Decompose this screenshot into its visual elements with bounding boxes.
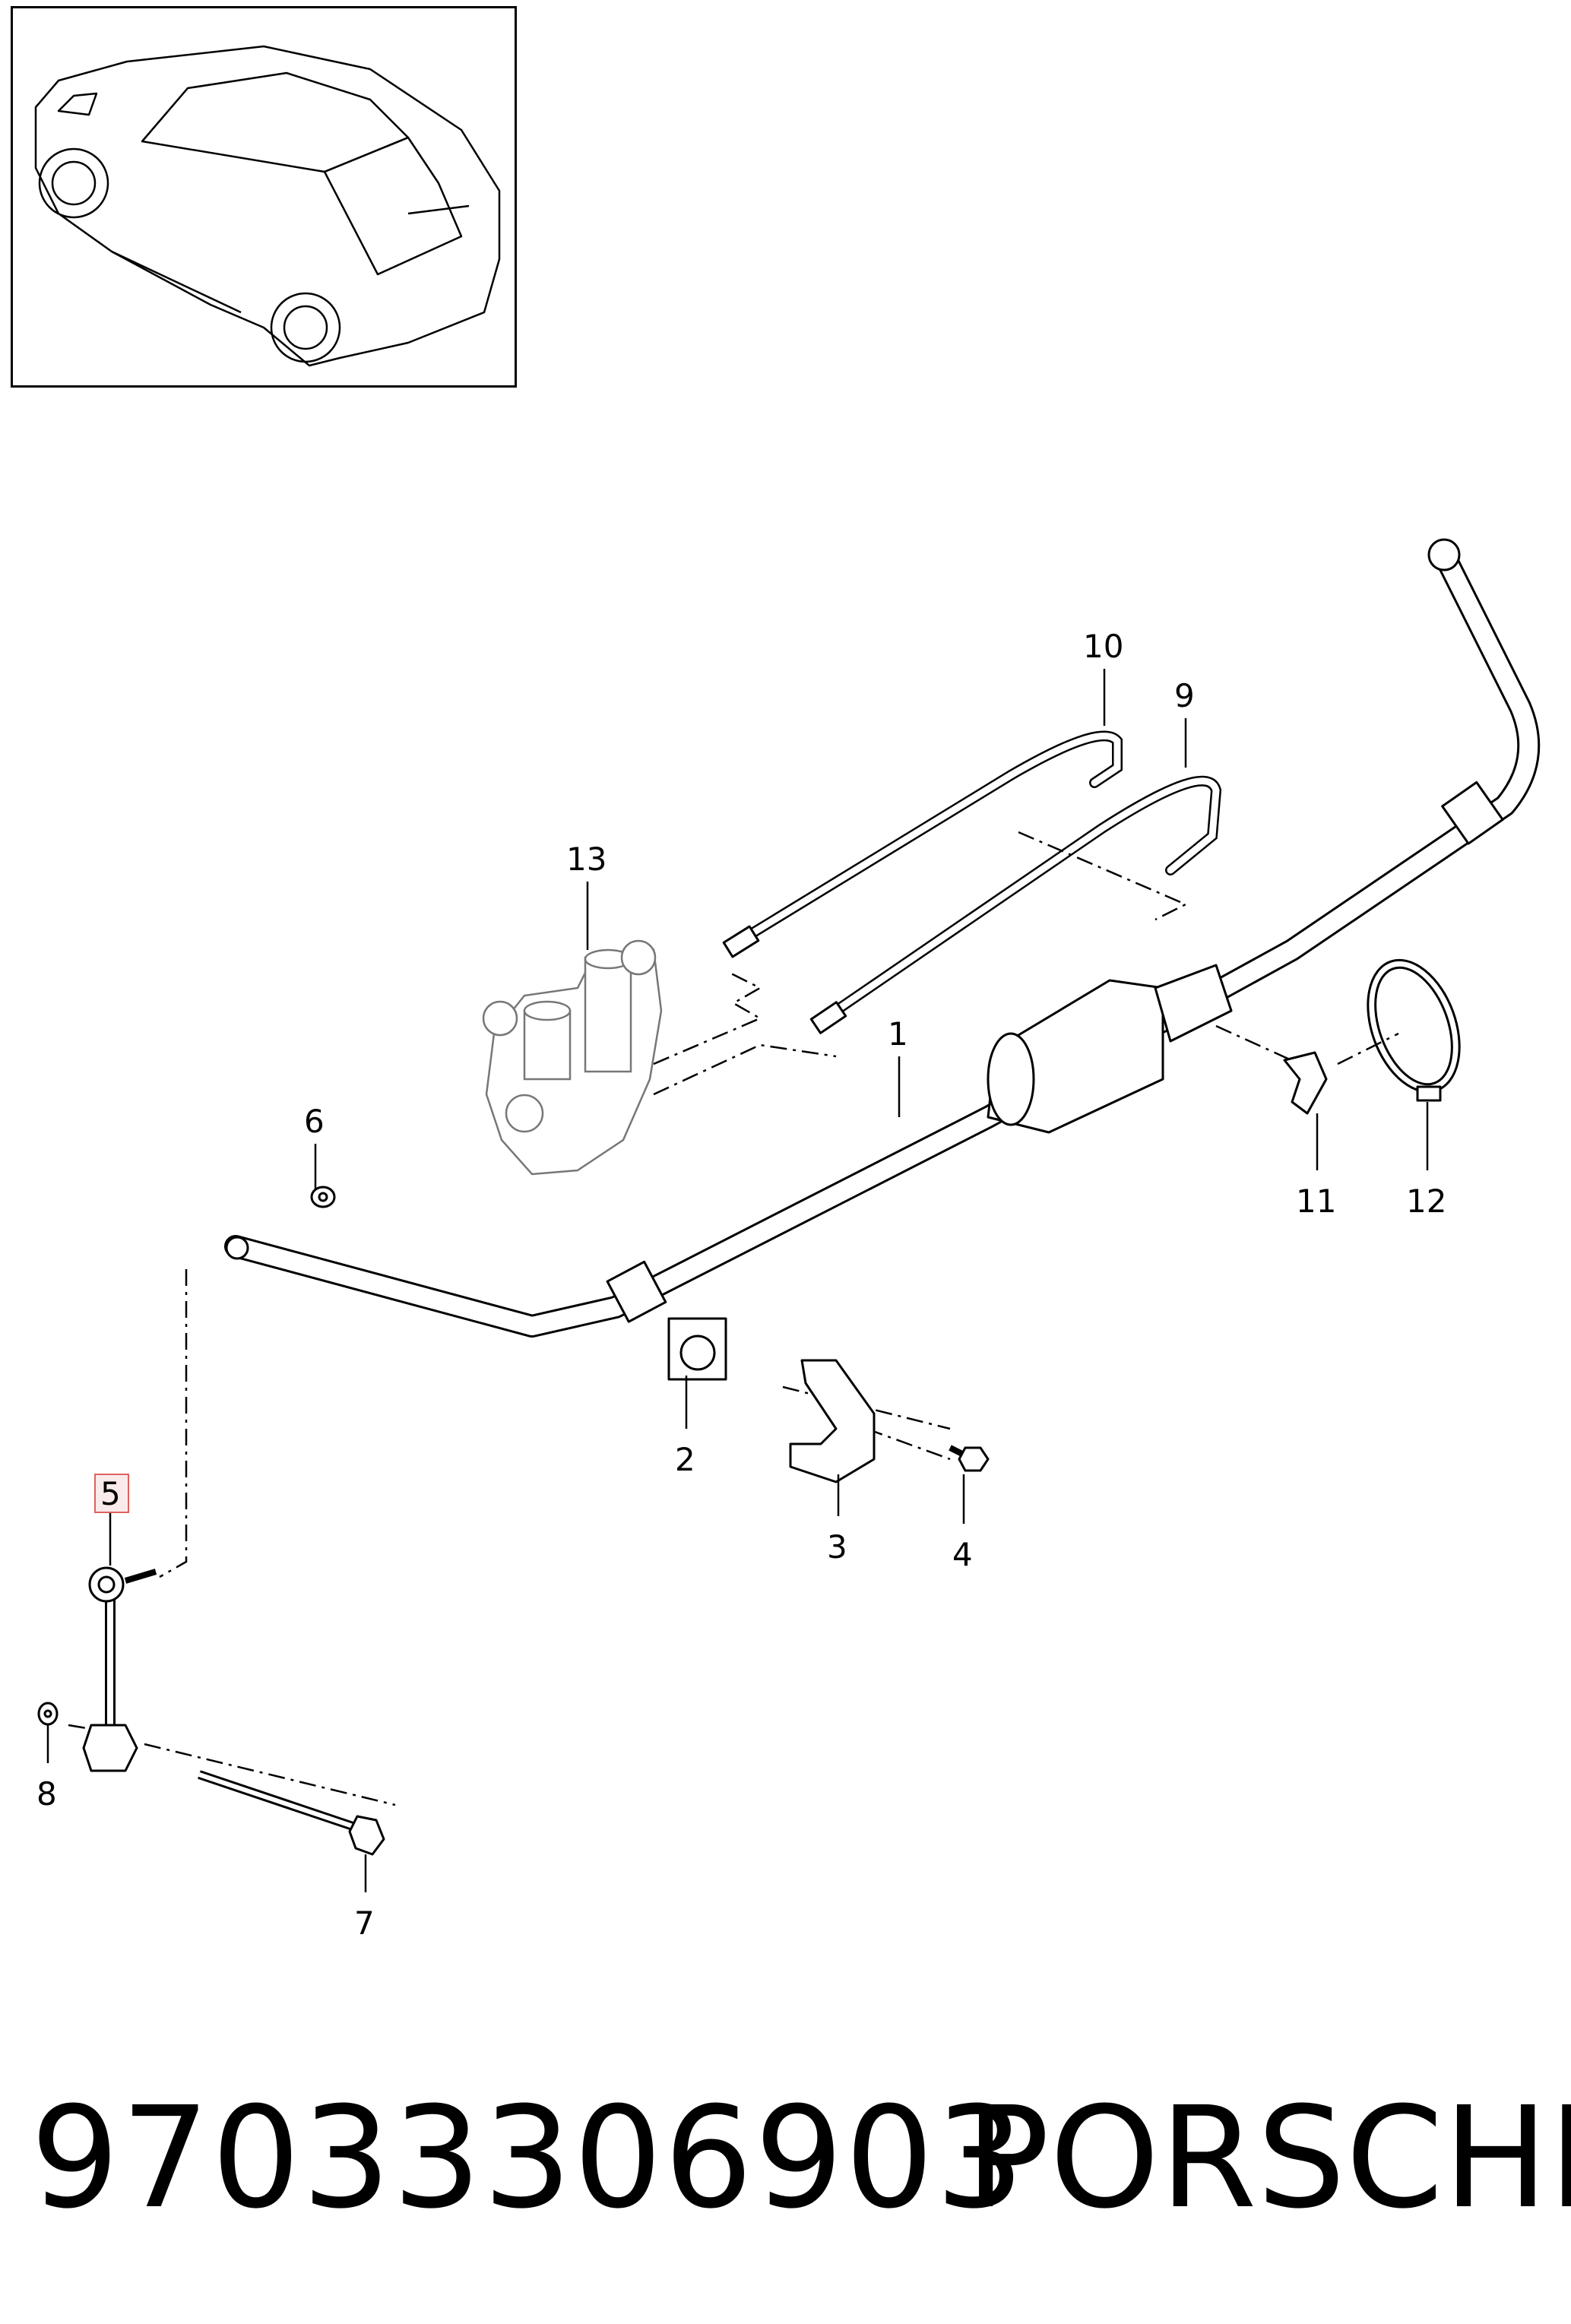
stabilizer-bar-1 [224, 538, 1541, 1338]
callout-2: 2 [675, 1441, 695, 1478]
part-number: 97033306903 [30, 2077, 1026, 2240]
car-outline-icon [34, 45, 501, 367]
callout-7: 7 [354, 1904, 375, 1942]
hose-10 [722, 730, 1123, 958]
callout-3: 3 [827, 1528, 847, 1566]
bolt-7 [198, 1770, 385, 1856]
callout-5-highlight [94, 1474, 129, 1513]
nut-6 [310, 1186, 336, 1208]
callout-leaders [46, 669, 1429, 1892]
callout-5: 5 [100, 1475, 121, 1512]
footer: 97033306903 PORSCHE [0, 2082, 1571, 2234]
hose-clamp-12 [1367, 958, 1461, 1102]
clip-11 [1283, 1051, 1328, 1115]
callout-6: 6 [304, 1103, 325, 1140]
callout-13: 13 [566, 841, 607, 878]
hose-9 [809, 775, 1222, 1034]
clamp-3 [789, 1359, 876, 1483]
callout-12: 12 [1406, 1183, 1446, 1220]
callout-9: 9 [1174, 677, 1195, 714]
nut-8 [37, 1702, 59, 1726]
callout-10: 10 [1083, 628, 1123, 665]
screw-4 [949, 1445, 990, 1472]
callout-4: 4 [952, 1536, 973, 1573]
brand-name: PORSCHE [965, 2077, 1571, 2240]
callout-11: 11 [1296, 1183, 1336, 1220]
bushing-2 [667, 1317, 727, 1381]
callout-8: 8 [36, 1775, 57, 1813]
vehicle-thumbnail [11, 6, 517, 388]
coupling-rod-5 [82, 1566, 157, 1772]
valve-block-13 [482, 939, 663, 1176]
callout-1: 1 [888, 1015, 908, 1053]
